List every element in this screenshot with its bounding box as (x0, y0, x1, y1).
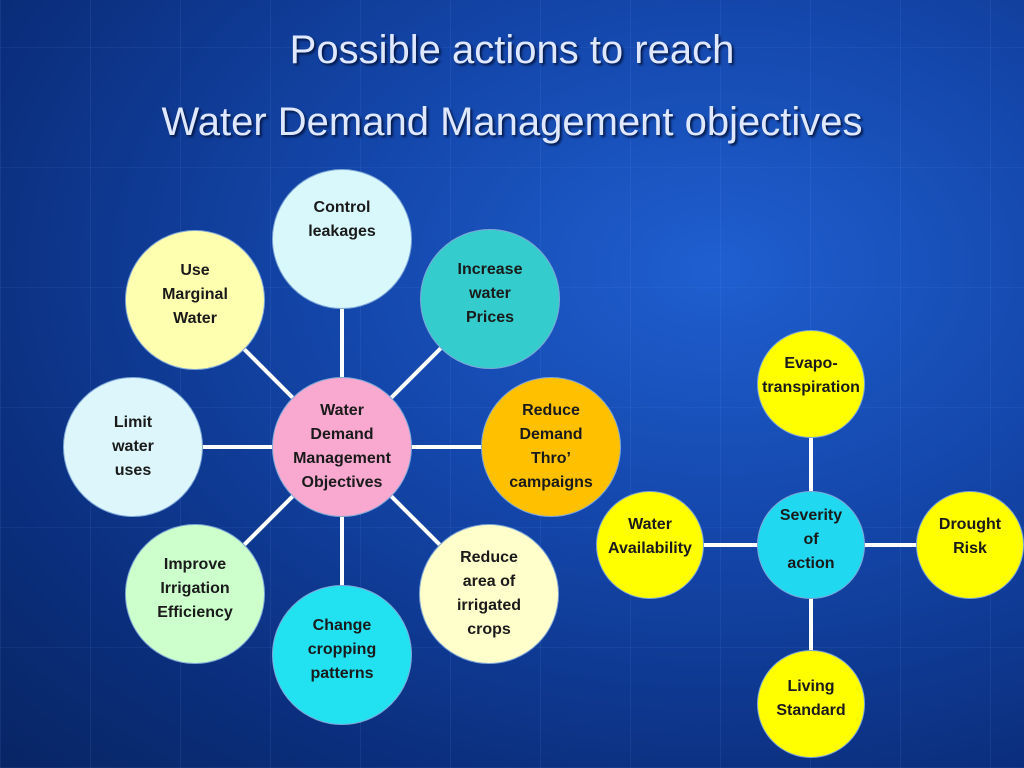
slide-title-line-1: Possible actions to reach (289, 28, 735, 72)
node-increase-water-prices: Increase water Prices (420, 229, 560, 369)
node-improve-irrigation-efficiency: Improve Irrigation Efficiency (125, 524, 265, 664)
node-drought-risk: Drought Risk (916, 491, 1024, 599)
node-change-cropping-patterns: Change cropping patterns (272, 585, 412, 725)
node-living-standard: Living Standard (757, 650, 865, 758)
node-severity-of-action: Severity of action (757, 491, 865, 599)
node-water-demand-management-objectives: Water Demand Management Objectives (272, 377, 412, 517)
node-use-marginal-water: Use Marginal Water (125, 230, 265, 370)
slide-title-line-2: Water Demand Management objectives (161, 100, 863, 144)
node-limit-water-uses: Limit water uses (63, 377, 203, 517)
node-water-availability: Water Availability (596, 491, 704, 599)
node-evapo-transpiration: Evapo- transpiration (757, 330, 865, 438)
node-reduce-irrigated-area: Reduce area of irrigated crops (419, 524, 559, 664)
node-reduce-demand-campaigns: Reduce Demand Thro’ campaigns (481, 377, 621, 517)
node-control-leakages: Control leakages (272, 169, 412, 309)
